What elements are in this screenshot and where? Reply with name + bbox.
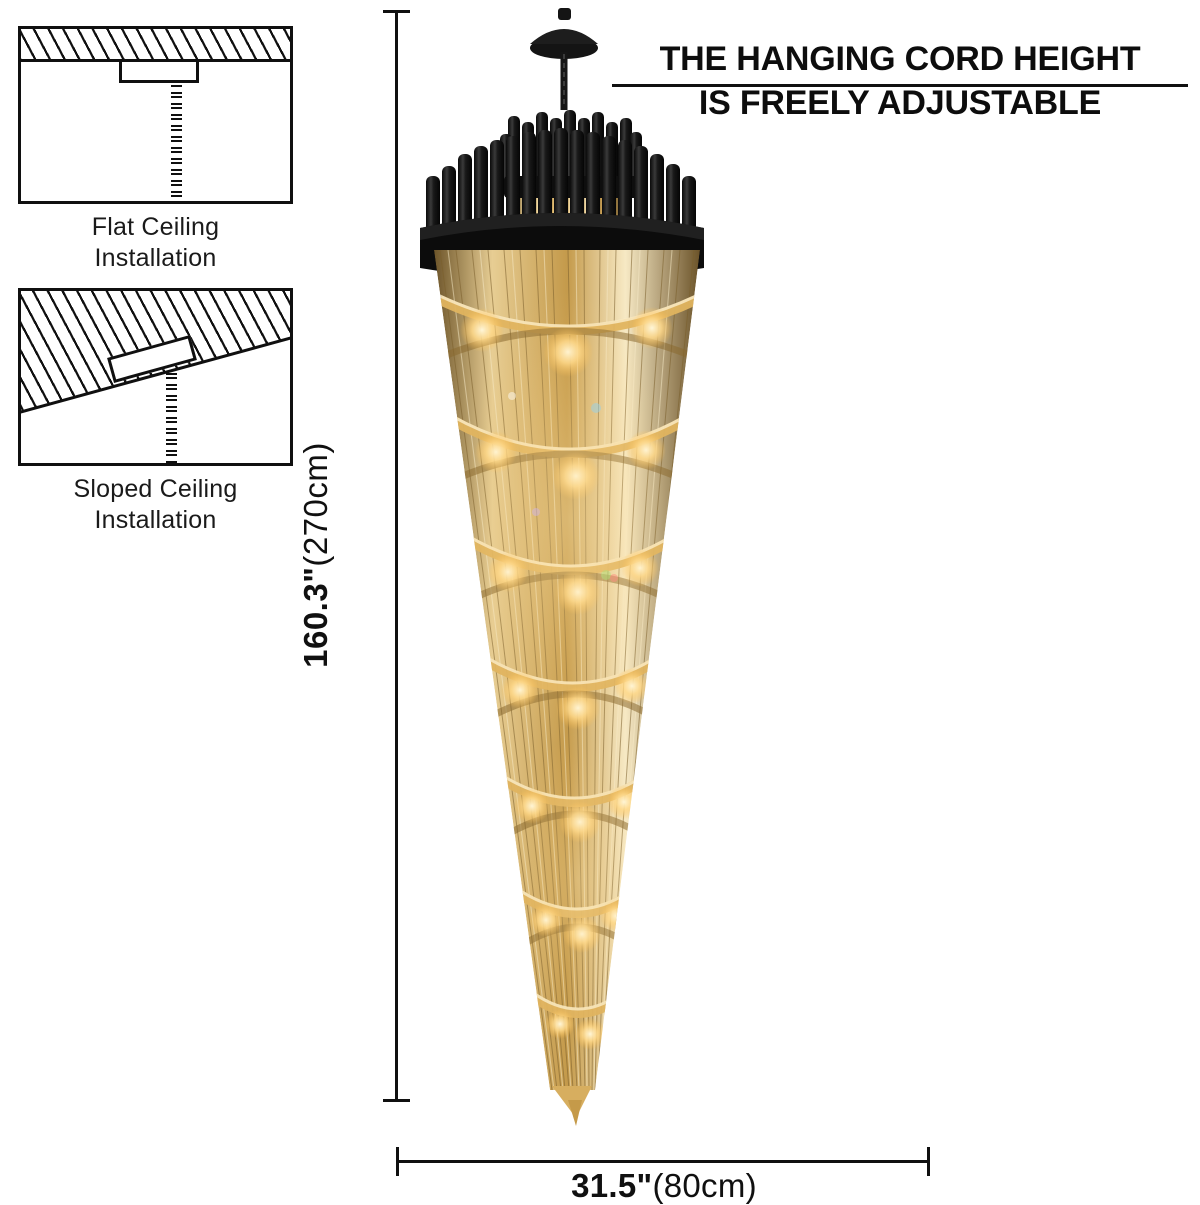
height-dimension-line [395,10,398,1102]
sloped-ceiling-diagram [18,288,293,466]
crystal-cone-body [434,250,700,1090]
callout-underline [612,84,1188,87]
flat-ceiling-caption: Flat Ceiling Installation [18,212,293,273]
width-dimension-line [398,1160,930,1163]
height-value: 160.3" [297,566,334,668]
ceiling-hatch-icon [21,29,290,62]
flat-ceiling-diagram [18,26,293,204]
chain-icon [166,373,177,463]
height-metric: (270cm) [297,442,334,567]
chain-icon [171,81,182,201]
callout-line-2: IS FREELY ADJUSTABLE [698,83,1102,122]
sloped-ceiling-caption-line1: Sloped Ceiling [73,475,238,503]
width-value: 31.5" [571,1167,653,1204]
width-metric: (80cm) [652,1167,757,1204]
cone-tail-icon [552,1086,592,1126]
sloped-ceiling-caption-line2: Installation [94,505,217,534]
slope-line-icon [21,336,290,414]
callout-line-1: THE HANGING CORD HEIGHT [659,40,1141,78]
sloped-ceiling-installation: Sloped Ceiling Installation [18,288,293,535]
flat-ceiling-caption-line2: Installation [94,243,217,272]
height-dimension-cap-top [383,10,410,13]
height-dimension-cap-bottom [383,1099,410,1102]
callout-text: THE HANGING CORD HEIGHT IS FREELY ADJUST… [612,38,1188,125]
canopy-plate-icon [119,59,199,83]
width-dimension-label: 31.5"(80cm) [398,1167,930,1205]
sloped-ceiling-caption: Sloped Ceiling Installation [18,474,293,535]
flat-ceiling-installation: Flat Ceiling Installation [18,26,293,273]
height-dimension-label: 160.3"(270cm) [297,345,335,765]
width-dimension-cap-right [927,1147,930,1176]
ceiling-mount-icon [530,8,598,59]
flat-ceiling-caption-line1: Flat Ceiling [91,213,220,241]
chandelier-illustration [420,8,704,1126]
width-dimension-cap-left [396,1147,399,1176]
